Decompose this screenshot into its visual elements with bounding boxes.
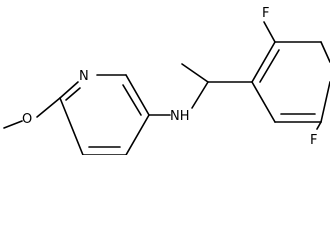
bond-a1-a2-inner bbox=[259, 49, 280, 83]
bond-a4-a5 bbox=[320, 81, 330, 123]
bond-c6-n1-inner bbox=[65, 87, 81, 101]
bond-a6-a1 bbox=[251, 81, 276, 123]
fluoro-top-label: F bbox=[262, 6, 269, 21]
bond-o-c6 bbox=[36, 97, 61, 118]
bond-a5-f bbox=[316, 121, 322, 130]
bond-ch-methyl bbox=[181, 63, 209, 83]
bond-a1-a2 bbox=[251, 41, 276, 83]
bond-c2-c3-inner bbox=[122, 84, 142, 116]
methoxy-oxygen-label: O bbox=[22, 112, 32, 127]
fluoro-bottom-label: F bbox=[310, 133, 317, 148]
bond-methyl-o bbox=[3, 120, 23, 129]
bonds bbox=[3, 21, 330, 155]
bond-nh-ch bbox=[191, 81, 209, 109]
ring-nitrogen-label: N bbox=[79, 69, 89, 84]
bond-c6-n1 bbox=[59, 81, 79, 99]
bond-a2-f bbox=[263, 21, 276, 43]
bond-a3-a4 bbox=[320, 41, 330, 63]
bond-c3-c4 bbox=[125, 114, 150, 155]
amine-label: NH bbox=[170, 109, 190, 124]
atom-labels: N NH F F O bbox=[22, 6, 317, 148]
molecule-structure: N NH F F O bbox=[3, 6, 330, 155]
bond-c5-c6 bbox=[59, 97, 84, 155]
bond-c2-c3 bbox=[125, 74, 150, 116]
